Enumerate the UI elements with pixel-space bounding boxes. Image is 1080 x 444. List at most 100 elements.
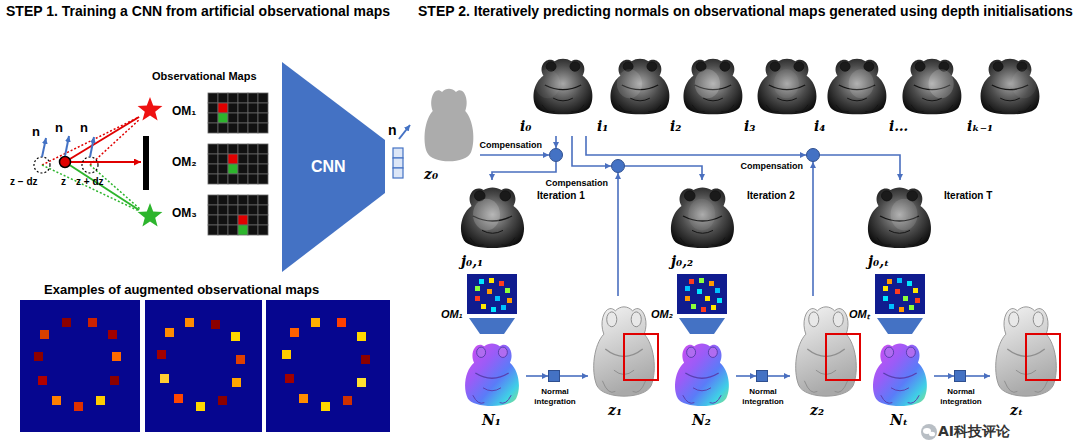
frog-body	[684, 59, 743, 115]
frog-mouth	[685, 373, 718, 378]
compensation-node: Compensation	[611, 159, 625, 173]
normal-map: Nₜ	[868, 336, 934, 428]
map-cell	[238, 93, 248, 103]
node-label: zₜ	[1010, 402, 1023, 419]
compensation-node: Compensation	[549, 148, 563, 162]
frog-body	[461, 187, 524, 248]
frog-detail	[877, 230, 922, 245]
map-cell	[258, 205, 268, 215]
frog-highlight	[891, 199, 918, 231]
map-cell	[174, 394, 183, 403]
map-cell	[228, 154, 238, 164]
map-cell	[218, 396, 227, 405]
surface-point	[60, 157, 71, 168]
frog-image: i₀	[528, 52, 598, 136]
occluder-bar	[143, 136, 149, 190]
map-cell	[258, 93, 268, 103]
map-cell	[883, 286, 888, 291]
flow-arrow	[736, 375, 756, 377]
frog-drawing	[425, 89, 474, 161]
frog-highlight	[695, 69, 720, 98]
group-label: Observational Maps	[152, 70, 257, 83]
normal-arrow	[399, 125, 410, 139]
map-cell	[211, 320, 220, 329]
frog-image: i₃	[752, 52, 822, 136]
map-cell	[895, 289, 900, 294]
frog-mouth	[475, 373, 508, 378]
map-cell	[228, 164, 238, 174]
map-cell	[238, 144, 248, 154]
integration-block: Normal integration	[756, 370, 768, 382]
vector-label: n	[80, 120, 88, 136]
flow-arrow	[617, 173, 619, 296]
node-label: OM₃	[172, 206, 197, 220]
map-cell	[228, 144, 238, 154]
light-source	[138, 203, 163, 227]
map-cell	[208, 113, 218, 123]
frog-eye	[710, 191, 721, 201]
map-cell	[507, 298, 512, 303]
map-cell	[889, 304, 894, 309]
frog-body	[758, 59, 817, 115]
flow-arrow	[572, 136, 611, 166]
map-cell	[311, 318, 320, 327]
normal-map: N₂	[670, 336, 736, 428]
frog-eye	[708, 347, 717, 357]
node-label: j₀,ₜ	[868, 253, 889, 270]
node-label: iₖ₋₁	[967, 118, 993, 135]
depth-label: z + dz	[76, 176, 104, 188]
frog-body	[671, 187, 734, 248]
node-label: N₁	[482, 412, 501, 429]
node-label: z₁	[608, 402, 622, 419]
map-cell	[903, 296, 908, 301]
vector-cell	[393, 148, 403, 158]
map-cell	[157, 350, 166, 359]
group-label: Examples of augmented observational maps	[44, 282, 319, 298]
map-cell	[258, 113, 268, 123]
map-cell	[715, 288, 720, 293]
normal-arrow	[65, 136, 69, 156]
frog-detail	[473, 388, 511, 403]
frog-body	[903, 59, 962, 115]
observational-map: OMₜ	[853, 274, 927, 324]
frog-eye	[477, 347, 486, 357]
frog-eye	[993, 62, 1003, 71]
map-cell	[258, 144, 268, 154]
map-cell	[208, 123, 218, 133]
frog-detail	[766, 98, 808, 112]
frog-eye	[915, 62, 925, 71]
ray-line	[65, 117, 139, 162]
node-label: N₂	[692, 412, 711, 429]
frog-eye	[833, 312, 843, 327]
map-cell	[165, 328, 174, 337]
map-cell	[685, 296, 690, 301]
map-cell	[248, 174, 258, 184]
cnn-symbol	[679, 318, 725, 334]
map-cell	[228, 103, 238, 113]
flow-arrow	[586, 136, 806, 155]
map-cell	[299, 394, 308, 403]
frog-eye	[500, 191, 511, 201]
map-cell	[689, 279, 694, 284]
flow-arrow	[820, 155, 900, 180]
map-cell	[218, 215, 228, 225]
depth-point	[34, 157, 50, 173]
frog-eye	[720, 62, 730, 71]
frog-drawing	[465, 344, 519, 406]
flow-arrow	[560, 375, 588, 377]
map-cell	[228, 215, 238, 225]
augmented-maps	[20, 300, 390, 432]
map-cell	[697, 289, 702, 294]
node-label: Normal integration	[527, 387, 583, 406]
highlight-box	[624, 334, 658, 380]
frog-body	[868, 187, 931, 248]
node-shape	[528, 52, 598, 136]
map-cell	[238, 113, 248, 123]
frog-detail	[911, 98, 953, 112]
map-cell	[499, 281, 504, 286]
frog-eye	[647, 62, 657, 71]
map-cell	[897, 278, 902, 283]
map-cell	[238, 205, 248, 215]
node-label: OM₂	[172, 155, 197, 169]
